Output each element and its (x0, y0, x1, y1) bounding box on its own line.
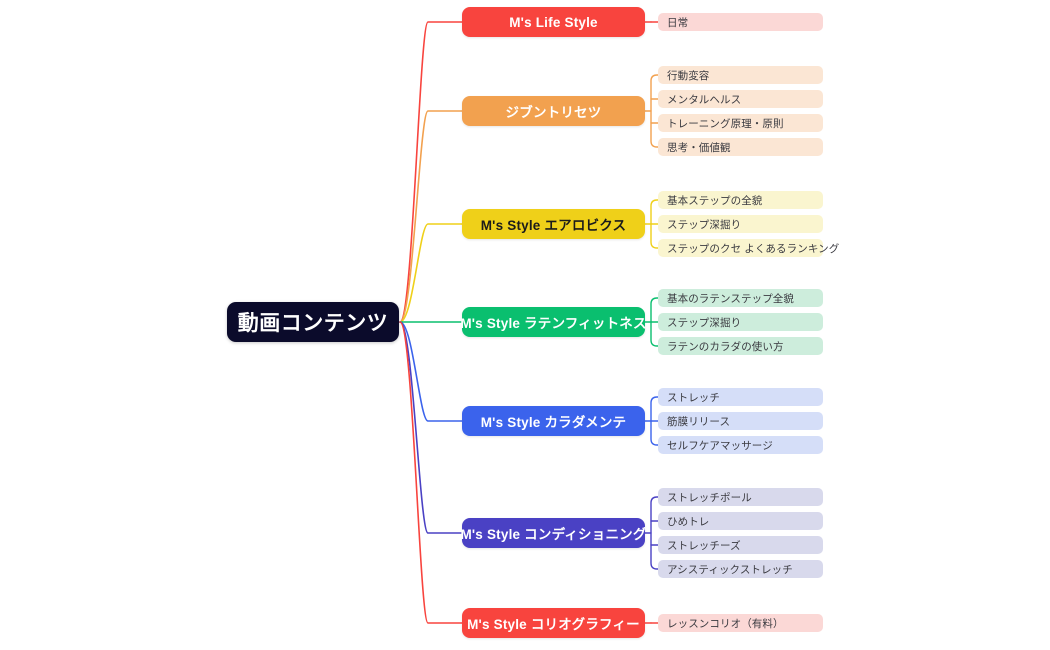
leaf-node-label: 思考・価値観 (667, 141, 731, 154)
leaf-node[interactable]: ストレッチーズ (658, 536, 823, 554)
root-branch-connector (399, 223, 463, 323)
branch-node-label: ジブントリセツ (505, 105, 602, 120)
root-branch-connector (399, 321, 463, 624)
leaf-node-label: 筋膜リリース (667, 415, 731, 428)
leaf-node[interactable]: トレーニング原理・原則 (658, 114, 823, 132)
leaf-node[interactable]: レッスンコリオ（有料） (658, 614, 823, 632)
leaf-node-label: 基本ステップの全貌 (667, 194, 763, 207)
leaf-node[interactable]: メンタルヘルス (658, 90, 823, 108)
leaf-node[interactable]: ストレッチ (658, 388, 823, 406)
branch-node[interactable]: M's Life Style (462, 7, 645, 37)
leaf-node-label: 行動変容 (667, 69, 710, 82)
leaf-node[interactable]: 基本ステップの全貌 (658, 191, 823, 209)
leaf-node-label: ステップ深掘り (667, 218, 742, 231)
branch-node-label: M's Style ラテンフィットネス (460, 316, 647, 331)
branch-node-label: M's Style エアロビクス (480, 218, 627, 233)
branch-node[interactable]: M's Style コンディショニング (460, 518, 647, 548)
branch-node[interactable]: M's Style コリオグラフィー (462, 608, 645, 638)
leaf-node[interactable]: ストレッチポール (658, 488, 823, 506)
leaf-node[interactable]: 思考・価値観 (658, 138, 823, 156)
leaf-node[interactable]: アシスティックストレッチ (658, 560, 823, 578)
leaf-node[interactable]: 基本のラテンステップ全貌 (658, 289, 823, 307)
root-node-label: 動画コンテンツ (237, 312, 389, 335)
leaf-node-label: ステップ深掘り (667, 316, 742, 329)
root-branch-connector (399, 110, 463, 323)
leaf-node-label: ストレッチポール (667, 491, 752, 504)
root-branch-connector (399, 321, 463, 534)
branch-node[interactable]: M's Style エアロビクス (462, 209, 645, 239)
leaf-bracket (650, 297, 659, 347)
root-node[interactable]: 動画コンテンツ (227, 302, 399, 342)
leaf-node[interactable]: 行動変容 (658, 66, 823, 84)
branch-node-label: M's Style コリオグラフィー (467, 617, 640, 632)
leaf-node[interactable]: 筋膜リリース (658, 412, 823, 430)
leaf-node[interactable]: ラテンのカラダの使い方 (658, 337, 823, 355)
leaf-node-label: メンタルヘルス (667, 93, 742, 106)
branch-node-label: M's Style コンディショニング (460, 527, 647, 542)
leaf-node-label: 日常 (667, 16, 689, 29)
leaf-node[interactable]: ステップ深掘り (658, 313, 823, 331)
branch-node-label: M's Life Style (509, 14, 598, 30)
branch-node[interactable]: M's Style ラテンフィットネス (460, 307, 647, 337)
branch-node-label: M's Style カラダメンテ (480, 415, 627, 430)
root-branch-connector (399, 21, 463, 323)
leaf-node-label: ひめトレ (667, 515, 710, 528)
leaf-node-label: ステップのクセ よくあるランキング (667, 242, 840, 255)
leaf-bracket (650, 199, 659, 249)
leaf-node[interactable]: セルフケアマッサージ (658, 436, 823, 454)
leaf-node-label: トレーニング原理・原則 (667, 117, 784, 130)
leaf-node-label: ストレッチ (667, 391, 720, 404)
leaf-bracket (650, 496, 659, 570)
leaf-node[interactable]: ステップ深掘り (658, 215, 823, 233)
branch-node[interactable]: M's Style カラダメンテ (462, 406, 645, 436)
leaf-node-label: ラテンのカラダの使い方 (667, 340, 784, 353)
leaf-node-label: アシスティックストレッチ (667, 563, 793, 576)
root-branch-connector (399, 321, 463, 422)
branch-node[interactable]: ジブントリセツ (462, 96, 645, 126)
leaf-node-label: レッスンコリオ（有料） (667, 617, 784, 630)
leaf-node[interactable]: ひめトレ (658, 512, 823, 530)
leaf-node-label: 基本のラテンステップ全貌 (667, 292, 794, 305)
leaf-node-label: ストレッチーズ (667, 539, 741, 552)
leaf-node[interactable]: ステップのクセ よくあるランキング (658, 239, 839, 257)
leaf-node-label: セルフケアマッサージ (667, 439, 773, 452)
leaf-bracket (650, 74, 659, 148)
leaf-node[interactable]: 日常 (658, 13, 823, 31)
leaf-bracket (650, 396, 659, 446)
